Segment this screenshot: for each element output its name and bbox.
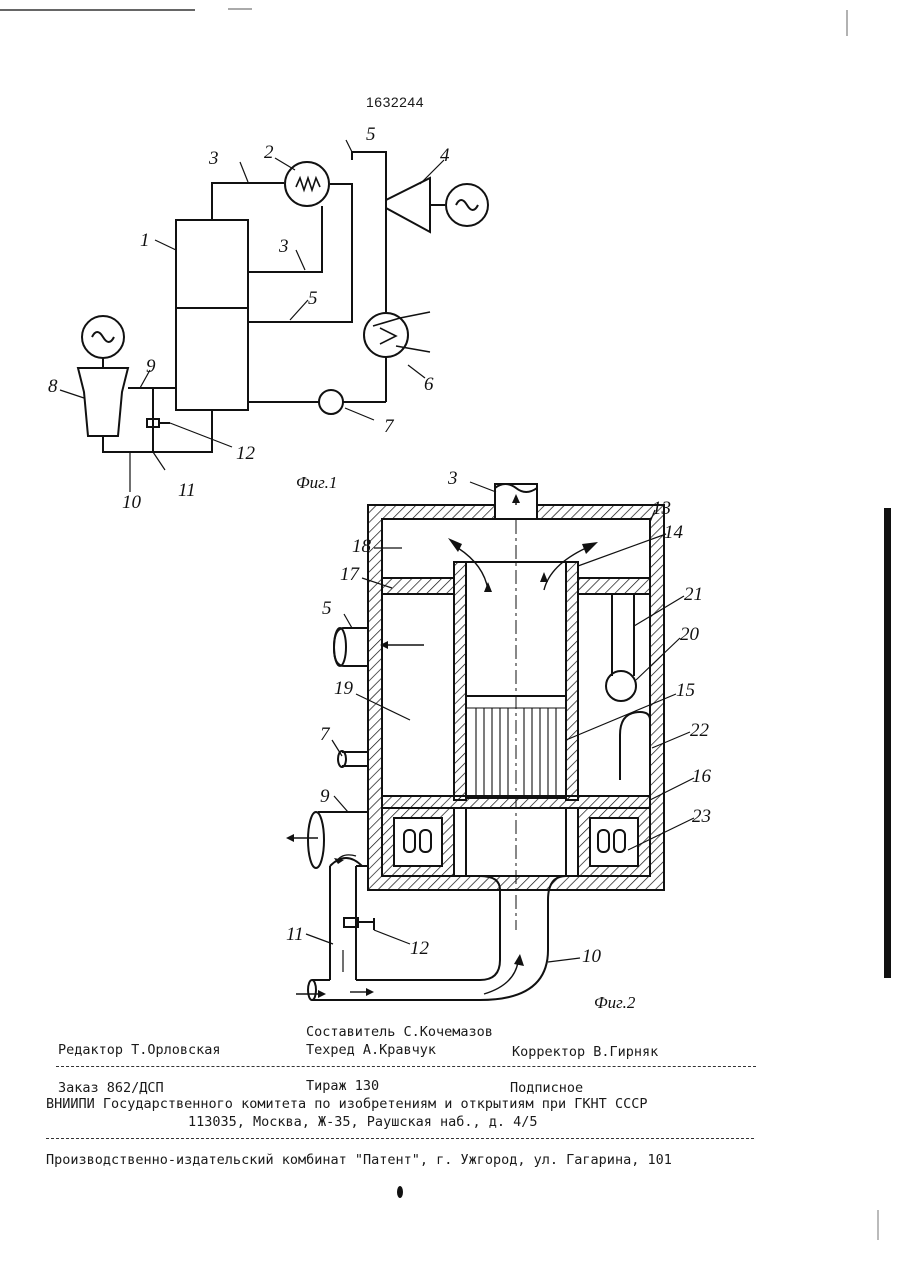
label-20: 20 <box>680 624 700 645</box>
circulation: Тираж 130 <box>306 1078 379 1094</box>
publisher: Производственно-издательский комбинат "П… <box>46 1152 672 1168</box>
subscription: Подписное <box>510 1080 583 1096</box>
label-11: 11 <box>286 924 304 945</box>
tube-14 <box>454 562 466 800</box>
label-10: 10 <box>582 946 602 967</box>
element-20 <box>606 671 636 701</box>
divider-2 <box>46 1138 754 1139</box>
element-22 <box>620 712 650 780</box>
partition-17 <box>382 578 454 594</box>
address: 113035, Москва, Ж-35, Раушская наб., д. … <box>188 1114 538 1130</box>
label-14: 14 <box>664 522 684 543</box>
label-13: 13 <box>652 498 671 519</box>
label-22: 22 <box>690 720 710 741</box>
label-16: 16 <box>692 766 712 787</box>
label-9: 9 <box>320 786 330 807</box>
divider-1 <box>56 1066 756 1067</box>
label-12: 12 <box>410 938 430 959</box>
pipe-5 <box>334 628 368 666</box>
label-18: 18 <box>352 536 372 557</box>
pipe-10 <box>312 876 500 980</box>
techred: Техред А.Кравчук <box>306 1042 436 1058</box>
institute: ВНИИПИ Государственного комитета по изоб… <box>46 1096 647 1112</box>
label-15: 15 <box>676 680 695 701</box>
figure-2-caption: Фиг.2 <box>594 993 636 1012</box>
element-21 <box>612 594 634 676</box>
label-19: 19 <box>334 678 354 699</box>
label-23: 23 <box>692 806 711 827</box>
editor: Редактор Т.Орловская <box>58 1042 221 1058</box>
compiler: Составитель С.Кочемазов <box>306 1024 493 1040</box>
label-3: 3 <box>447 468 458 489</box>
corrector: Корректор В.Гирняк <box>512 1044 658 1060</box>
label-21: 21 <box>684 584 703 605</box>
label-7: 7 <box>320 724 331 745</box>
label-5: 5 <box>322 598 332 619</box>
label-17: 17 <box>340 564 361 585</box>
order: Заказ 862/ДСП <box>58 1080 164 1096</box>
